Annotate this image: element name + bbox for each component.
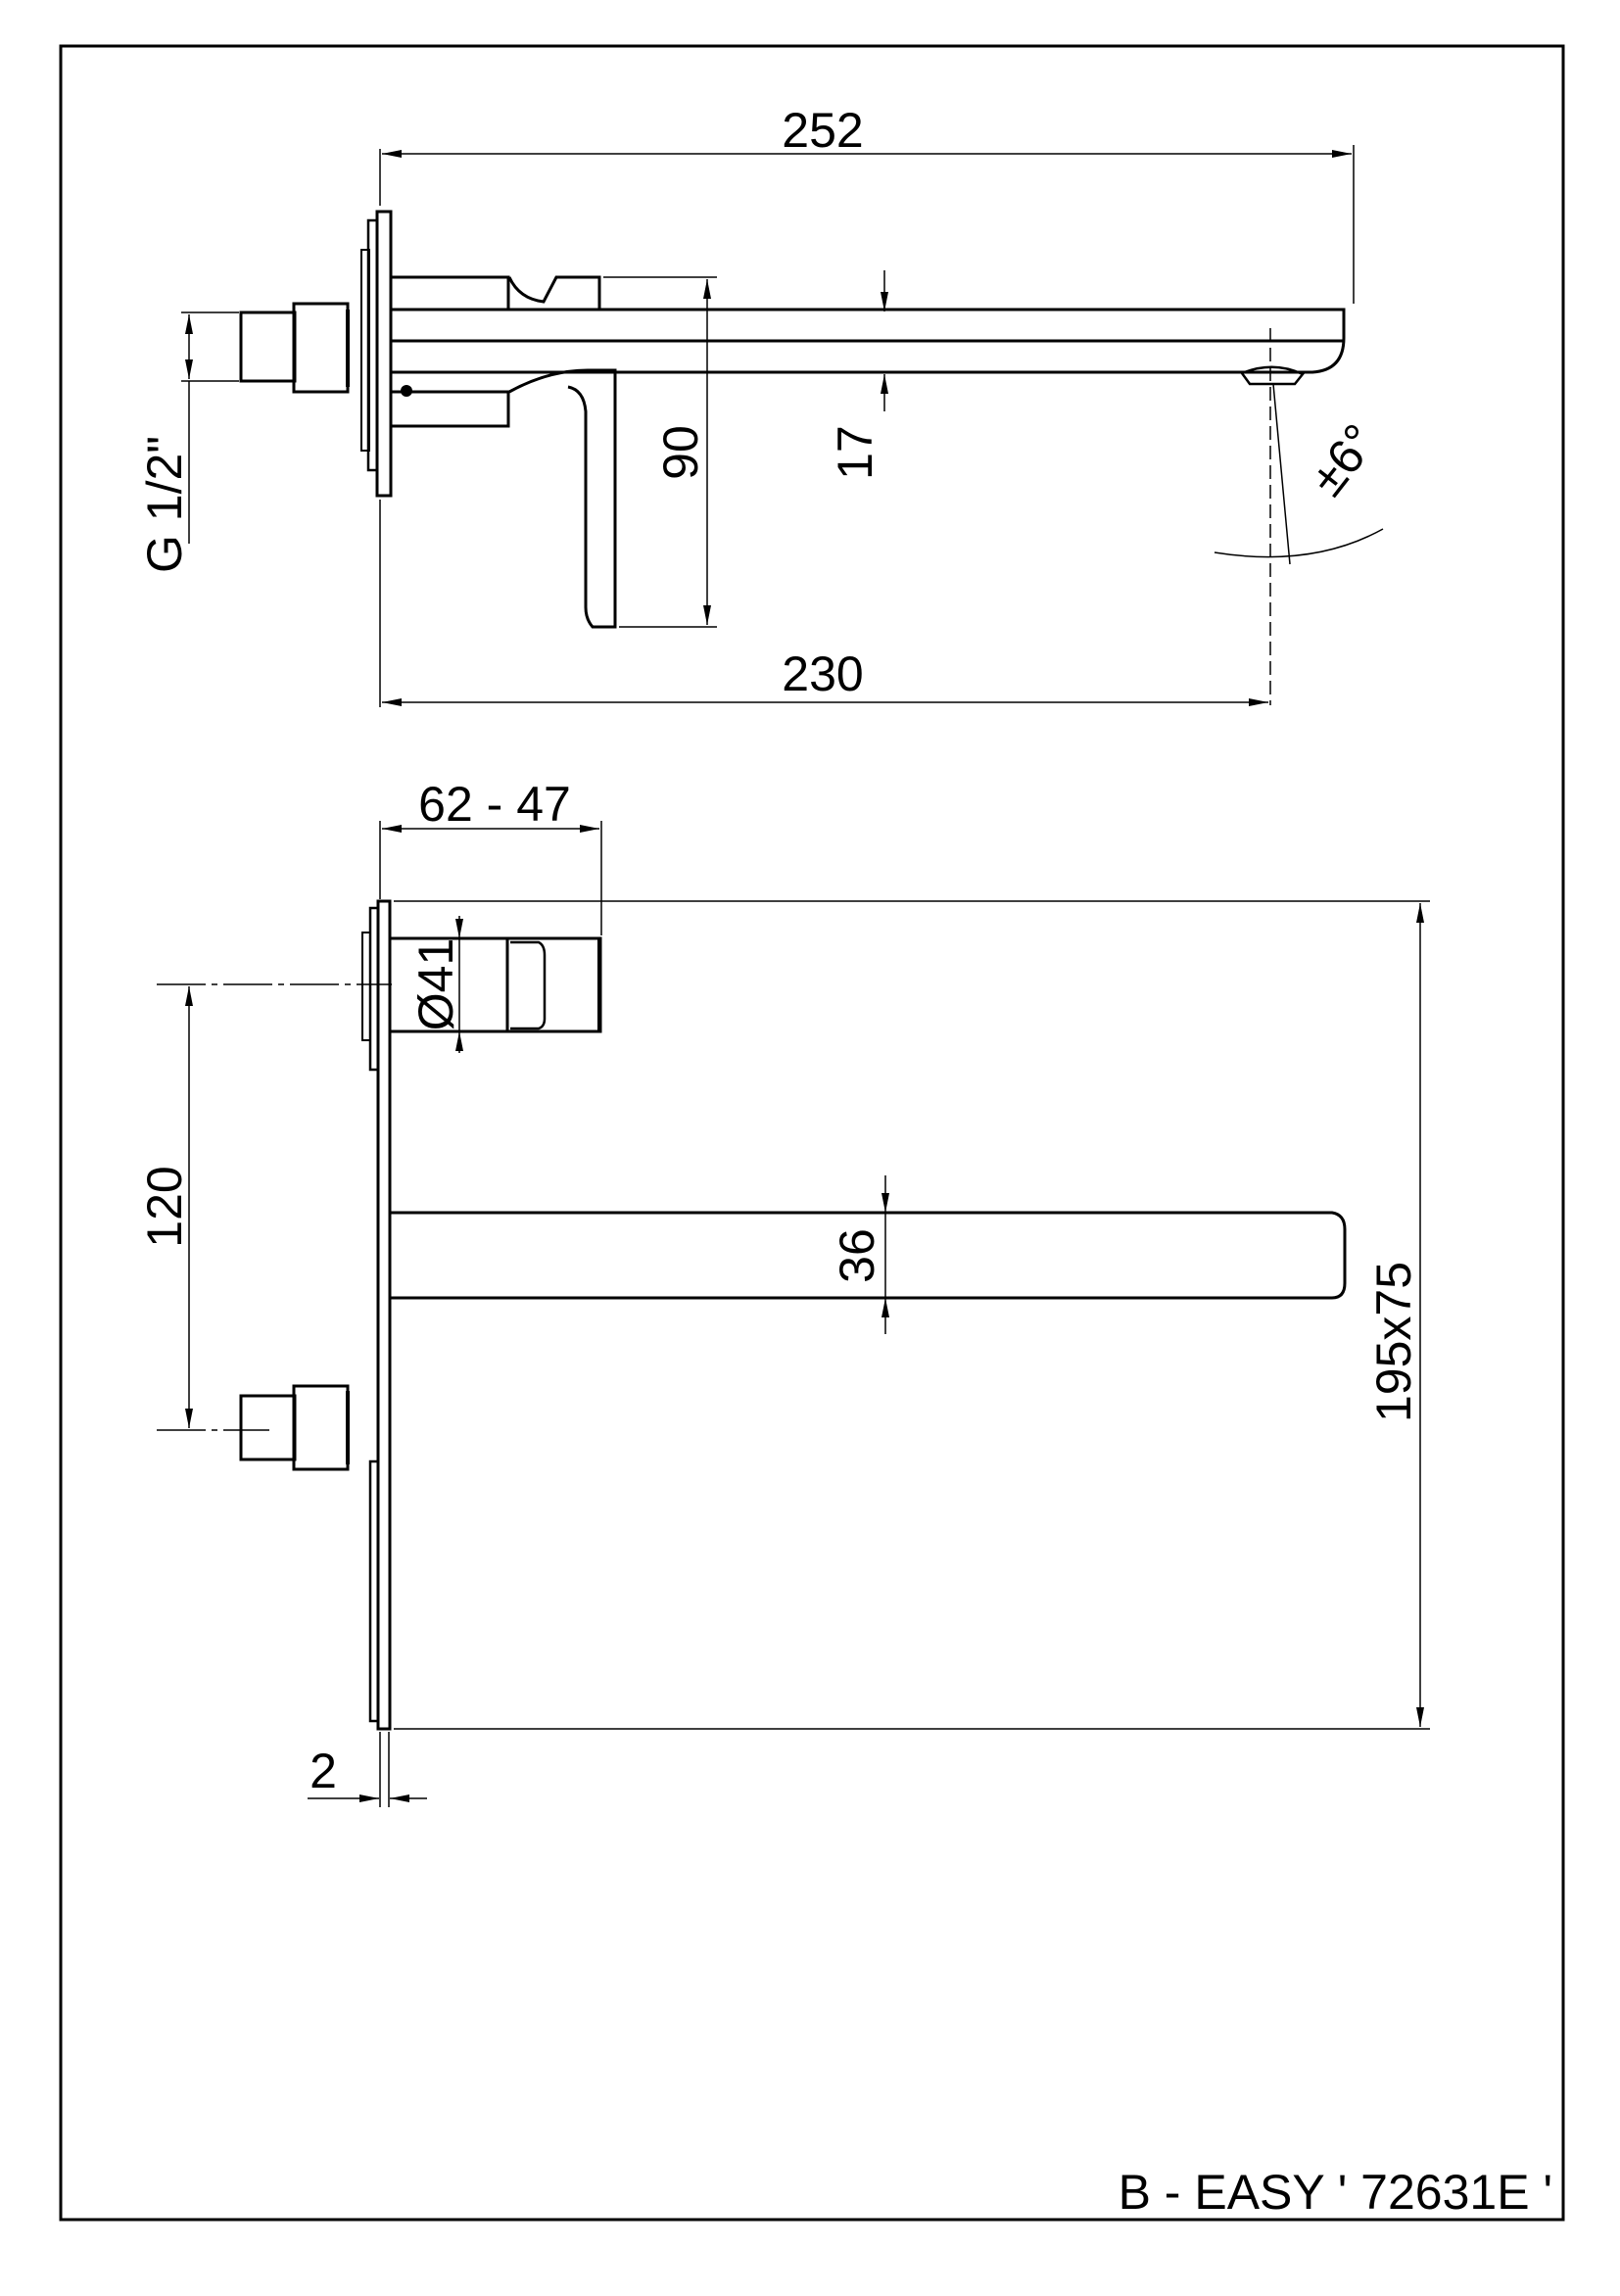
dim-tilt-angle: ±6°	[1299, 414, 1387, 506]
dim-spout-height: 36	[830, 1228, 884, 1283]
front-view	[157, 899, 1347, 1731]
dim-handle-diameter: Ø41	[408, 938, 463, 1031]
dim-axis-distance: 120	[137, 1166, 192, 1247]
dim-plate-size: 195x75	[1366, 1262, 1421, 1422]
front-view-dimensions	[185, 821, 1430, 1807]
side-view-dimensions	[181, 145, 1355, 707]
dim-spout-reach: 230	[782, 646, 863, 701]
dim-plate-thickness: 2	[310, 1744, 337, 1798]
side-view	[239, 210, 1384, 705]
sheet-border	[59, 44, 1565, 2222]
dim-spout-thickness: 17	[828, 425, 882, 480]
dim-thread-size: G 1/2"	[137, 436, 192, 573]
dim-lever-height: 90	[653, 425, 708, 480]
model-label: B - EASY ' 72631E '	[1119, 2165, 1552, 2220]
dim-overall-length: 252	[782, 103, 863, 158]
dim-body-depth: 62 - 47	[418, 777, 571, 832]
